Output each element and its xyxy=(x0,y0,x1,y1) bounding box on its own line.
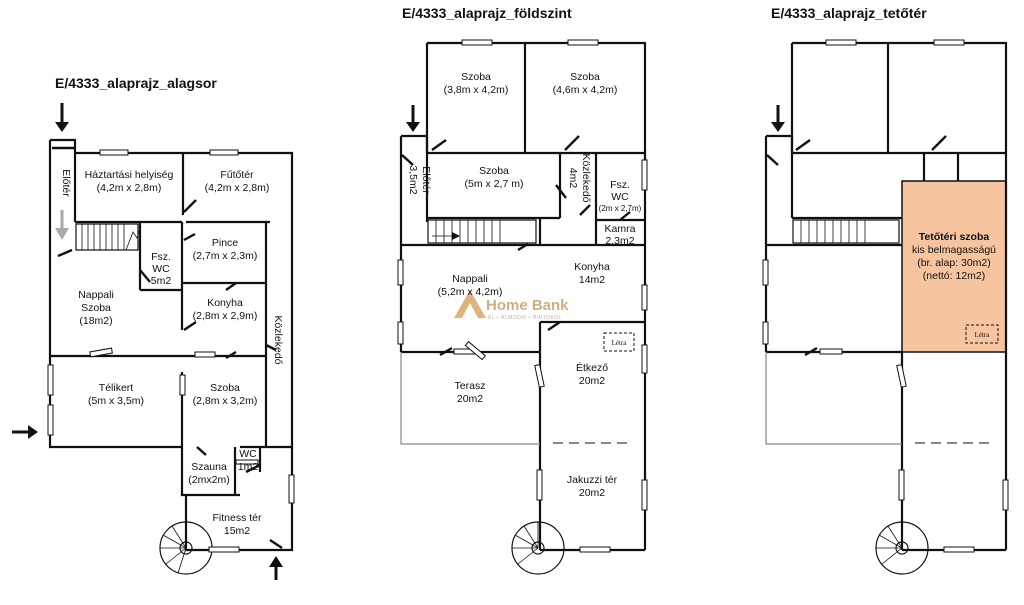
basement-entry-arrow-bottom xyxy=(269,556,283,580)
ground-entry-arrow xyxy=(406,105,420,132)
attic-stairs xyxy=(792,219,900,244)
svg-text:WC: WC xyxy=(152,263,170,275)
svg-text:WC: WC xyxy=(611,191,629,203)
watermark-name: Home Bank xyxy=(486,297,569,314)
label-telikert: Télikert xyxy=(99,382,134,394)
label-szoba-1: Szoba xyxy=(461,71,491,83)
watermark-tagline: ÉL • ÁLMODIK • BIRTOKOL xyxy=(488,314,562,321)
label-fsz-wc: Fsz. xyxy=(610,179,630,191)
label-nappali: Nappali xyxy=(78,289,114,301)
attic-spiral-stairs xyxy=(875,521,929,575)
attic-plan: Létra Tetőtéri szoba kis belmagasságú (b… xyxy=(762,39,1009,575)
label-konyha: Konyha xyxy=(574,261,610,273)
ground-letra-label: Létra xyxy=(612,339,628,347)
svg-text:4m2: 4m2 xyxy=(567,168,579,189)
basement-title: E/4333_alaprajz_alagsor xyxy=(55,75,217,91)
label-eloter: Előtér xyxy=(420,166,432,194)
svg-text:(5m x 3,5m): (5m x 3,5m) xyxy=(88,395,144,407)
svg-text:(4,2m x 2,8m): (4,2m x 2,8m) xyxy=(97,182,162,194)
svg-text:Szoba: Szoba xyxy=(81,302,111,314)
svg-text:(4,6m x 4,2m): (4,6m x 4,2m) xyxy=(553,84,618,96)
label-nappali: Nappali xyxy=(452,273,488,285)
svg-text:(4,2m x 2,8m): (4,2m x 2,8m) xyxy=(205,182,270,194)
label-kozlekedo: Közlekedő xyxy=(580,153,592,202)
svg-text:kis belmagasságú: kis belmagasságú xyxy=(912,244,996,256)
watermark-logo: Home Bank ÉL • ÁLMODIK • BIRTOKOL xyxy=(454,290,569,321)
label-szoba-2: Szoba xyxy=(570,71,600,83)
svg-text:(5,2m x 4,2m): (5,2m x 4,2m) xyxy=(438,286,503,298)
svg-text:(3,8m x 4,2m): (3,8m x 4,2m) xyxy=(444,84,509,96)
svg-text:(2mx2m): (2mx2m) xyxy=(188,474,229,486)
label-kozlekedo: Közlekedő xyxy=(272,315,284,364)
svg-text:20m2: 20m2 xyxy=(579,487,605,499)
label-wc: WC xyxy=(239,448,257,460)
ground-stairs xyxy=(427,219,537,244)
svg-text:14m2: 14m2 xyxy=(579,274,605,286)
label-fitness: Fitness tér xyxy=(212,512,262,524)
label-jakuzzi: Jakuzzi tér xyxy=(567,474,618,486)
basement-spiral-stairs xyxy=(159,521,213,575)
label-fsz-wc: Fsz. xyxy=(151,251,171,263)
ground-title: E/4333_alaprajz_földszint xyxy=(402,5,572,21)
label-etkezo: Étkező xyxy=(576,361,608,374)
basement-plan: Előtér Háztartási helyiség (4,2m x 2,8m)… xyxy=(12,103,295,580)
svg-text:(2,7m x 2,3m): (2,7m x 2,3m) xyxy=(193,250,258,262)
ground-spiral-stairs xyxy=(511,521,565,575)
svg-text:2,3m2: 2,3m2 xyxy=(605,235,634,247)
attic-letra-label: Létra xyxy=(975,331,991,339)
ground-letra-box xyxy=(603,332,635,352)
basement-entry-arrow-top xyxy=(55,103,69,132)
label-szauna: Szauna xyxy=(191,461,227,473)
svg-text:20m2: 20m2 xyxy=(457,393,483,405)
svg-text:5m2: 5m2 xyxy=(151,275,172,287)
svg-text:(5m x 2,7 m): (5m x 2,7 m) xyxy=(465,178,524,190)
svg-text:(2,8m x 2,9m): (2,8m x 2,9m) xyxy=(193,310,258,322)
basement-entry-arrow-left xyxy=(12,425,38,439)
label-terasz: Terasz xyxy=(455,380,486,392)
svg-text:20m2: 20m2 xyxy=(579,375,605,387)
basement-entry-arrow-gray xyxy=(55,210,69,240)
label-konyha: Konyha xyxy=(207,297,243,309)
attic-entry-arrow xyxy=(771,105,785,132)
attic-title: E/4333_alaprajz_tetőtér xyxy=(771,5,927,21)
svg-text:(nettó: 12m2): (nettó: 12m2) xyxy=(923,270,985,282)
label-futoter: Fűtőtér xyxy=(220,169,254,181)
label-eloter: Előtér xyxy=(60,169,72,197)
label-szoba: Szoba xyxy=(210,382,240,394)
basement-stairs xyxy=(75,223,141,251)
ground-plan: Létra Home Bank ÉL • ÁLMODIK • BIRTOKOL … xyxy=(397,39,648,575)
label-kamra: Kamra xyxy=(605,223,636,235)
svg-text:3,5m2: 3,5m2 xyxy=(407,165,419,194)
svg-text:(2,8m x 3,2m): (2,8m x 3,2m) xyxy=(193,395,258,407)
attic-room-highlight xyxy=(901,180,1007,353)
svg-text:(18m2): (18m2) xyxy=(79,315,112,327)
svg-text:1m2: 1m2 xyxy=(238,461,259,473)
attic-letra-box xyxy=(965,324,999,344)
label-haztartasi: Háztartási helyiség xyxy=(85,169,174,181)
label-tetoteri-szoba: Tetőtéri szoba xyxy=(919,231,990,243)
label-szoba-3: Szoba xyxy=(479,165,509,177)
svg-text:15m2: 15m2 xyxy=(224,525,250,537)
svg-text:(br. alap: 30m2): (br. alap: 30m2) xyxy=(917,257,991,269)
svg-text:(2m x 2,7m): (2m x 2,7m) xyxy=(599,204,642,213)
label-pince: Pince xyxy=(212,237,238,249)
